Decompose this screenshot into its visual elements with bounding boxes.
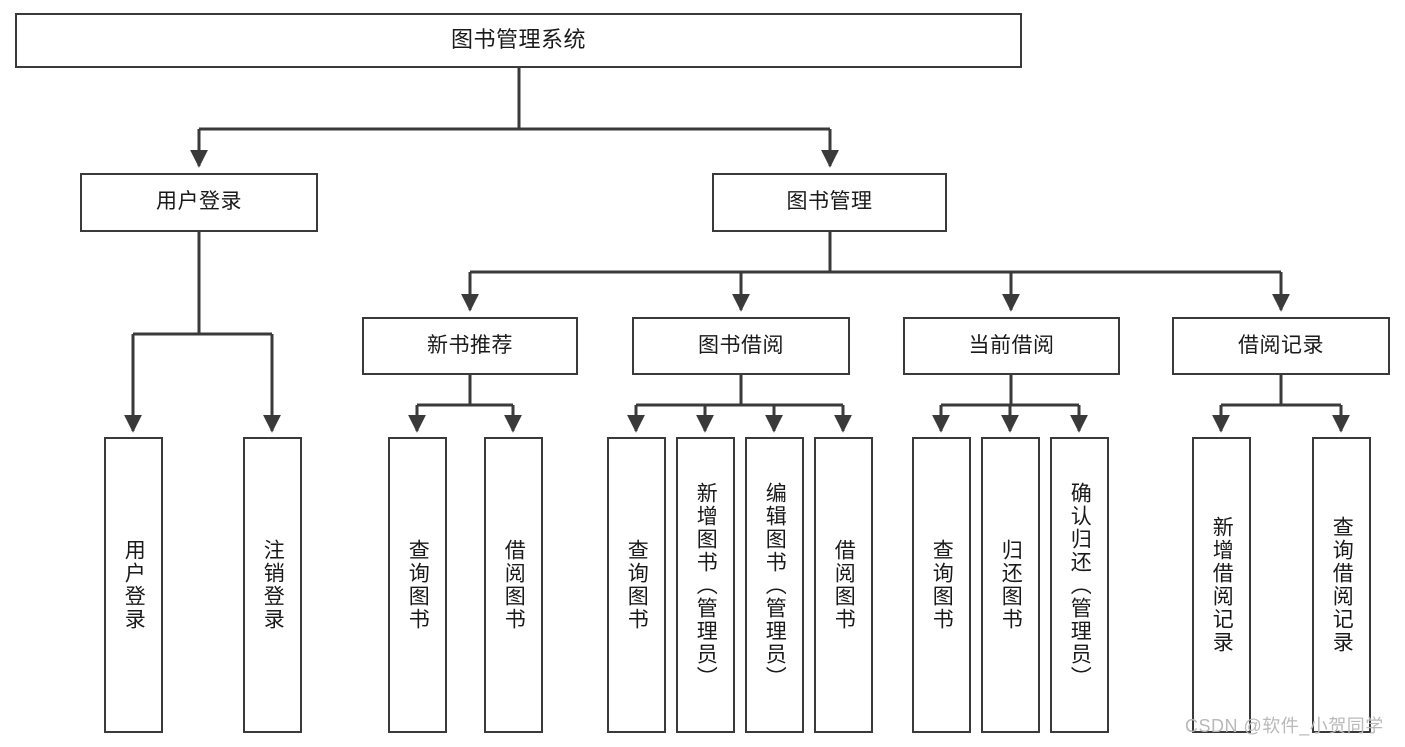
node-label: 借阅图书 xyxy=(832,539,856,631)
node-label: 借阅记录 xyxy=(1238,333,1324,357)
node-label: 编辑图书（管理员） xyxy=(763,481,787,689)
node-root-book-management-system[interactable]: 图书管理系统 xyxy=(15,13,1022,68)
node-label: 新书推荐 xyxy=(427,333,513,357)
node-leaf-confirm-return-admin[interactable]: 确认归还（管理员） xyxy=(1050,437,1109,733)
node-leaf-query-book-borrow[interactable]: 查询图书 xyxy=(607,437,666,733)
node-leaf-query-book-current[interactable]: 查询图书 xyxy=(912,437,971,733)
node-label: 借阅图书 xyxy=(502,539,526,631)
node-book-management[interactable]: 图书管理 xyxy=(712,173,947,232)
node-leaf-user-login[interactable]: 用户登录 xyxy=(104,437,163,733)
node-current-borrow[interactable]: 当前借阅 xyxy=(903,317,1120,375)
node-label: 归还图书 xyxy=(999,539,1023,631)
node-label: 新增借阅记录 xyxy=(1210,516,1234,654)
node-label: 确认归还（管理员） xyxy=(1068,481,1092,689)
node-leaf-borrow-book[interactable]: 借阅图书 xyxy=(814,437,873,733)
node-user-login[interactable]: 用户登录 xyxy=(80,173,318,232)
node-label: 用户登录 xyxy=(156,190,242,214)
node-label: 图书借阅 xyxy=(698,333,784,357)
node-label: 查询借阅记录 xyxy=(1330,516,1354,654)
node-leaf-query-borrow-record[interactable]: 查询借阅记录 xyxy=(1312,437,1371,733)
watermark: CSDN @软件_小贺同学 xyxy=(1185,716,1384,736)
node-book-borrow[interactable]: 图书借阅 xyxy=(632,317,850,375)
node-label: 查询图书 xyxy=(406,539,430,631)
node-new-book-recommend[interactable]: 新书推荐 xyxy=(362,317,578,375)
node-leaf-query-book-recommend[interactable]: 查询图书 xyxy=(388,437,447,733)
node-leaf-add-book-admin[interactable]: 新增图书（管理员） xyxy=(676,437,735,733)
node-leaf-add-borrow-record[interactable]: 新增借阅记录 xyxy=(1192,437,1251,733)
node-label: 用户登录 xyxy=(122,539,146,631)
node-label: 查询图书 xyxy=(930,539,954,631)
node-leaf-return-book[interactable]: 归还图书 xyxy=(981,437,1040,733)
node-label: 当前借阅 xyxy=(968,333,1055,357)
node-label: 注销登录 xyxy=(261,539,285,631)
node-leaf-edit-book-admin[interactable]: 编辑图书（管理员） xyxy=(745,437,804,733)
node-borrow-record[interactable]: 借阅记录 xyxy=(1172,317,1390,375)
node-leaf-borrow-book-recommend[interactable]: 借阅图书 xyxy=(484,437,543,733)
node-label: 图书管理 xyxy=(786,190,873,214)
node-label: 查询图书 xyxy=(625,539,649,631)
node-label: 新增图书（管理员） xyxy=(694,481,718,689)
node-leaf-user-logout[interactable]: 注销登录 xyxy=(243,437,302,733)
node-label: 图书管理系统 xyxy=(450,27,586,53)
